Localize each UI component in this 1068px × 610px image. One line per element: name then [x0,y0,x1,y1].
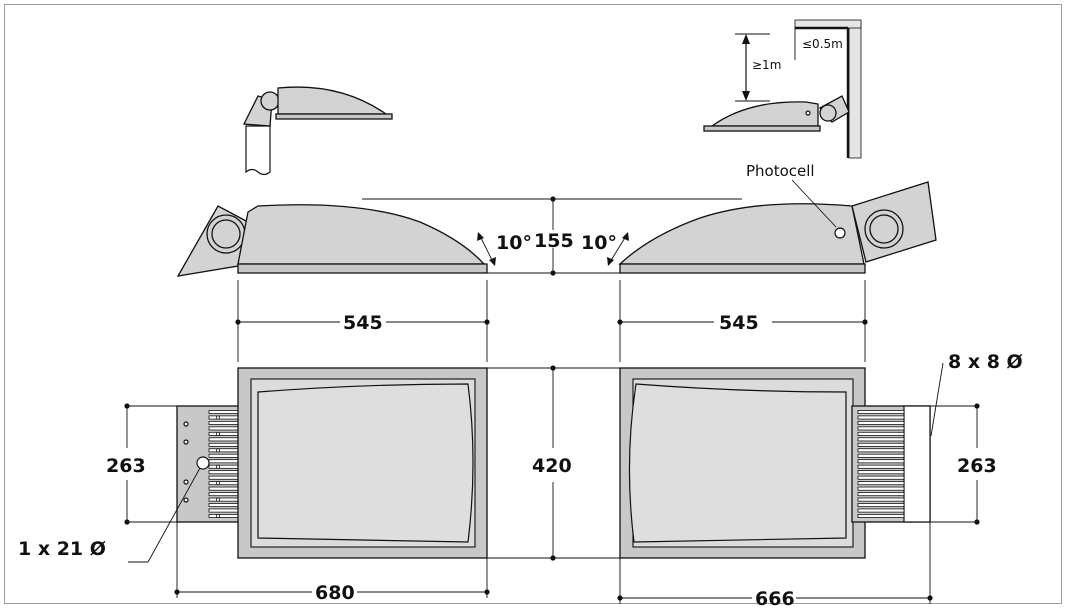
heat-sink-fin [857,409,905,414]
heat-sink-fin [857,514,905,519]
fin-hole [216,464,220,469]
height-dimension: 155 10° 10° [362,196,742,276]
photocell-label: Photocell [746,162,815,180]
overall-right-label: 666 [755,588,795,610]
depth-center-label: 420 [532,455,572,477]
side-elevation-left [176,204,488,277]
heat-sink-fin [857,426,905,431]
holes-right-label: 8 x 8 Ø [948,351,1023,373]
width-left-label: 545 [343,312,383,334]
pole-mount-illustration [242,86,393,176]
heat-sink-fin [857,497,905,502]
heat-sink-fin [857,481,905,486]
heat-sink-fin [857,508,905,513]
depth-left-label: 263 [106,455,146,477]
side-elevation-right: Photocell [618,162,937,274]
width-right-label: 545 [719,312,759,334]
side-height-label: 155 [534,230,574,252]
heat-sink-fin [857,442,905,447]
fin-hole [216,415,220,420]
heat-sink-fin [857,415,905,420]
plan-view-right [619,367,931,559]
depth-right-label: 263 [957,455,997,477]
heat-sink-fin [857,448,905,453]
fin-hole [216,497,220,502]
heat-sink-fin [857,431,905,436]
tilt-left-label: 10° [496,232,532,254]
heat-sink-fin [857,503,905,508]
heat-sink-fin [857,492,905,497]
fin-hole [216,481,220,486]
plan-dimensions: 263 420 263 680 666 [18,351,1023,610]
heat-sink-fin [857,420,905,425]
heat-sink-fin [857,475,905,480]
heat-sink-fin [857,453,905,458]
width-dimensions: 545 545 [235,280,868,362]
wall-mount-illustration: ≥1m ≤0.5m [703,19,862,159]
fin-hole [216,448,220,453]
fin-hole [216,431,220,436]
heat-sink-fin [857,459,905,464]
heat-sink-fin [857,486,905,491]
wall-max-distance-label: ≤0.5m [802,37,843,51]
plan-view-left [176,367,488,559]
heat-sink-fin [857,470,905,475]
heat-sink-fin [857,437,905,442]
overall-left-label: 680 [315,582,355,604]
wall-min-height-label: ≥1m [752,58,781,72]
holes-left-label: 1 x 21 Ø [18,538,106,560]
fin-hole [216,514,220,518]
tilt-right-label: 10° [581,232,617,254]
heat-sink-fin [857,464,905,469]
